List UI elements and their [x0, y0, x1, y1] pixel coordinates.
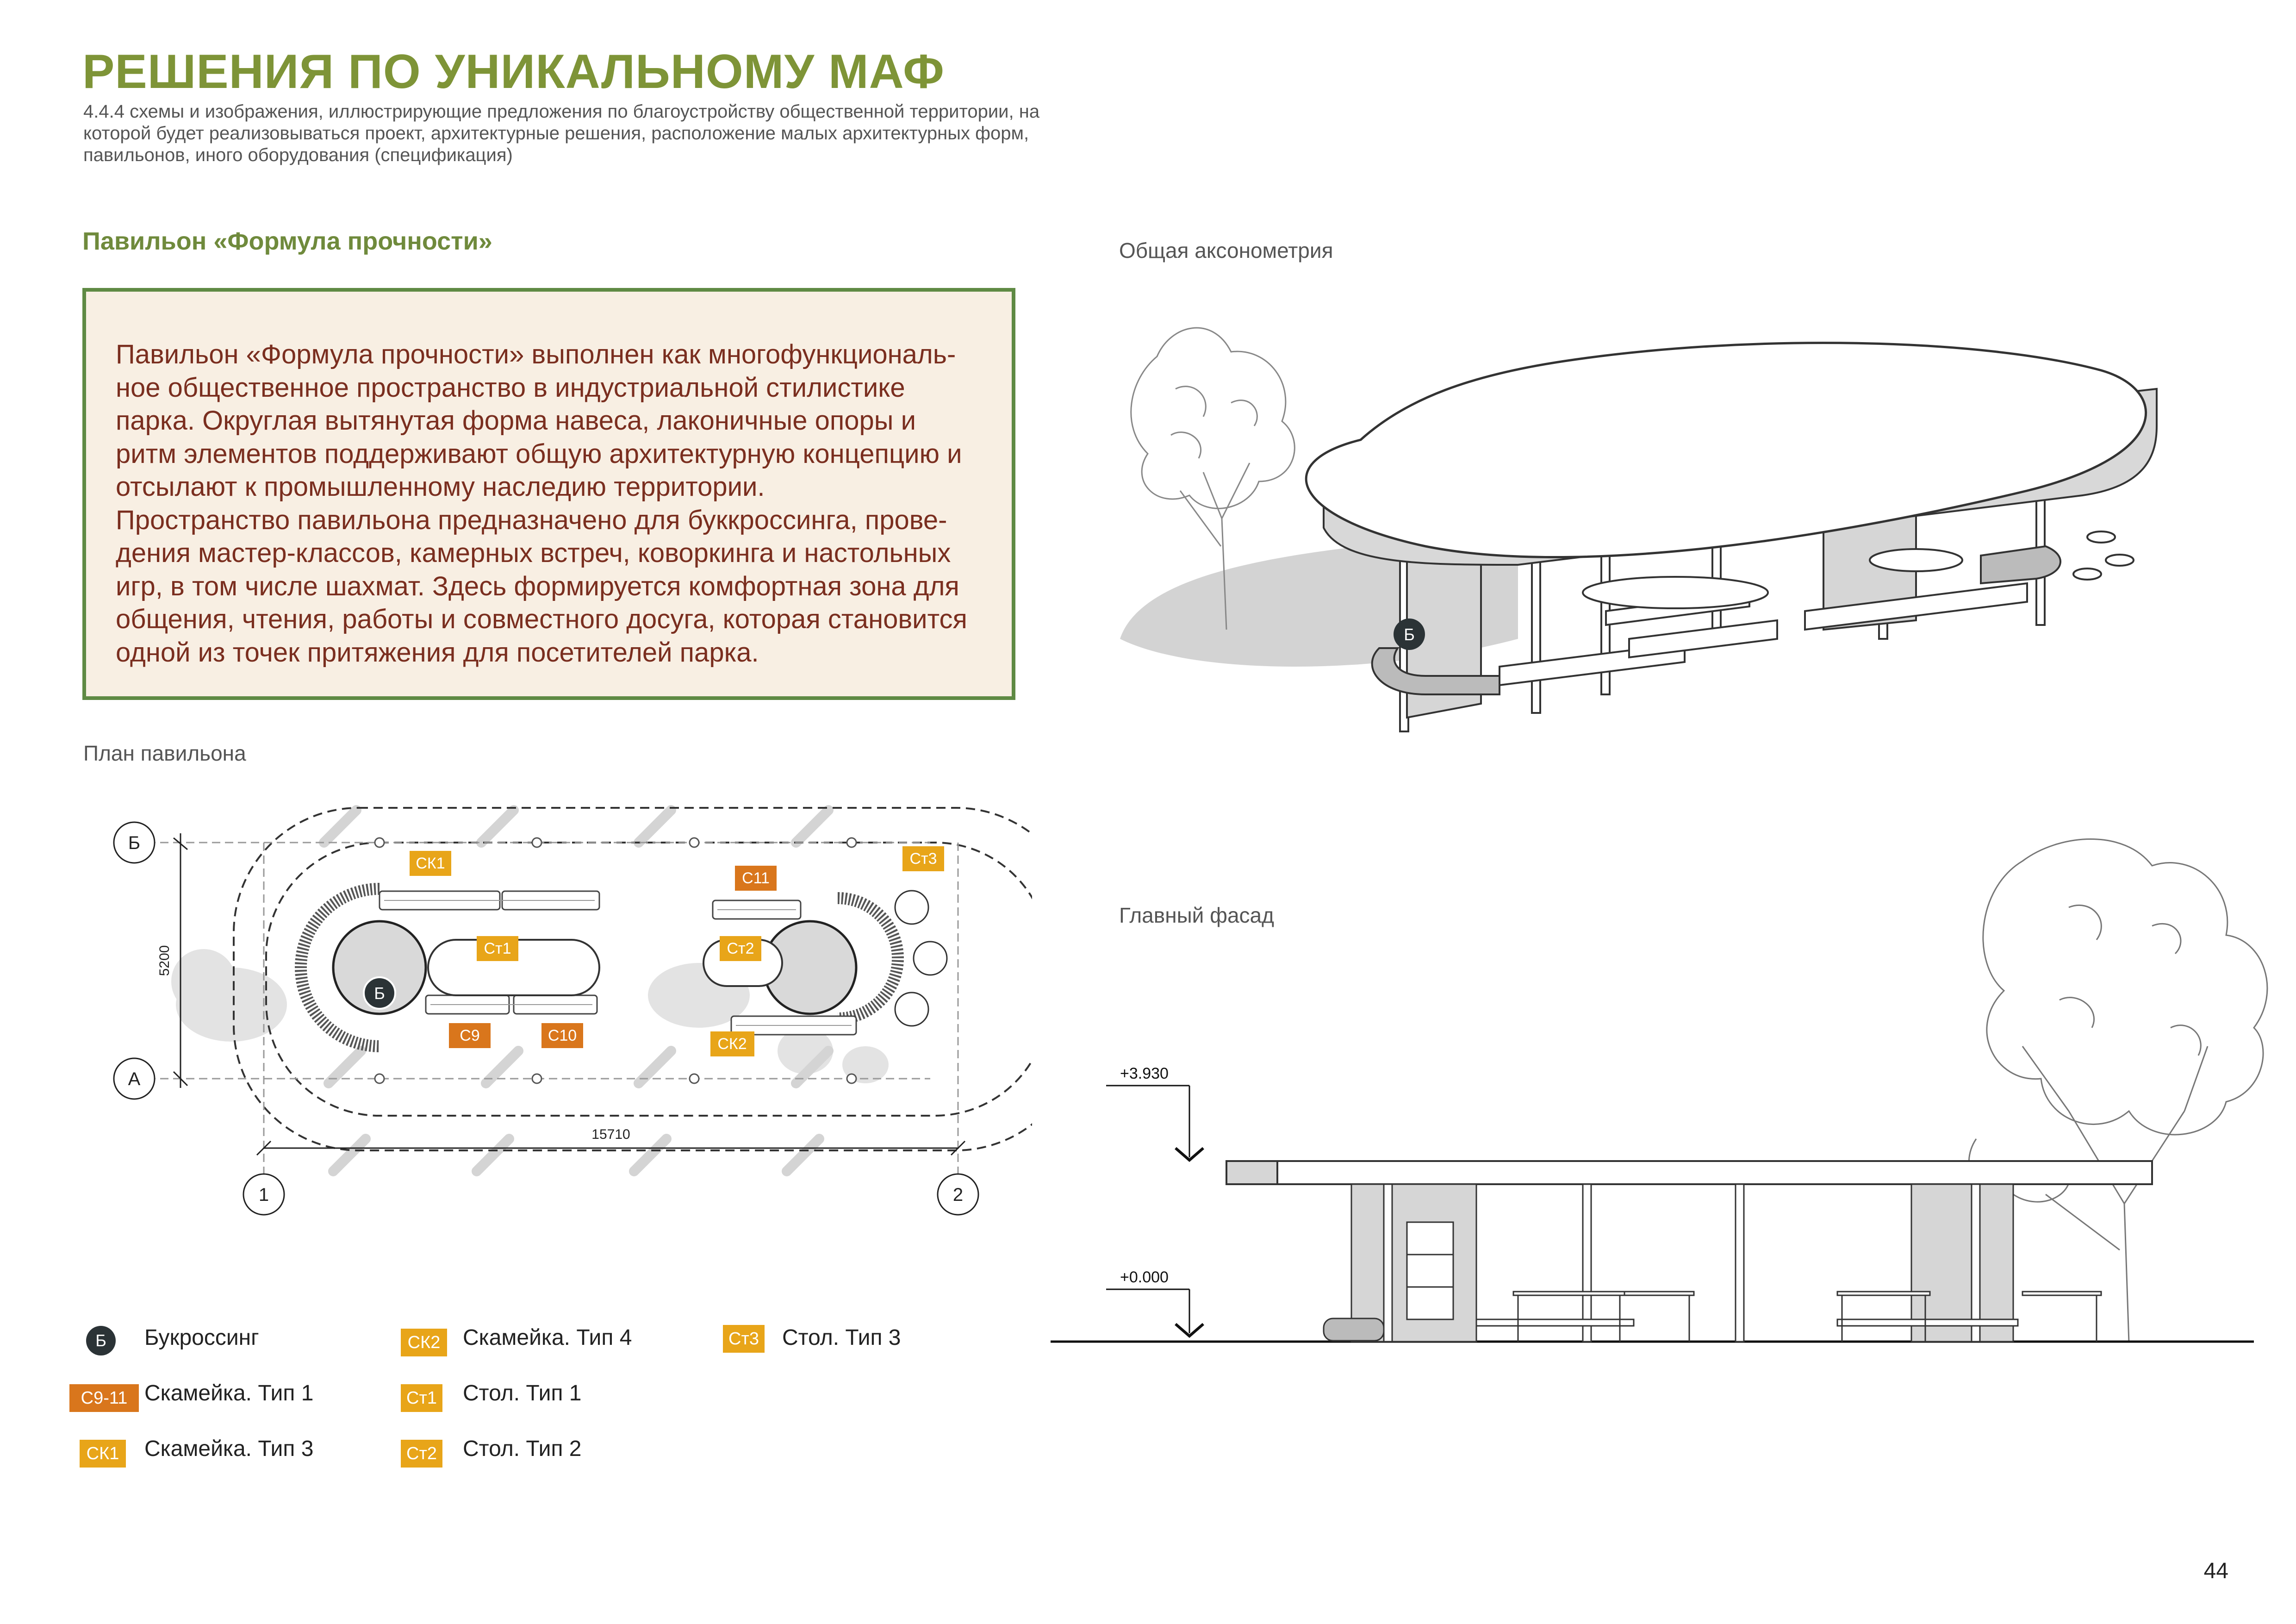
legend-label-table-type3: Стол. Тип 3: [782, 1325, 901, 1350]
axonometry-caption: Общая аксонометрия: [1119, 238, 1333, 262]
curved-benches: [295, 883, 904, 1052]
dimension-lines: [173, 833, 966, 1156]
tag-c9-label: С9: [460, 1027, 479, 1044]
tag-ct3: [902, 846, 944, 871]
axis-label-2: 2: [953, 1185, 963, 1205]
plan-bookcrossing-badge: [363, 976, 396, 1010]
page-title: РЕШЕНИЯ ПО УНИКАЛЬНОМУ МАФ: [82, 45, 945, 99]
tag-ct3-label: Ст3: [909, 850, 937, 868]
legend-tag-ct2: Ст2: [401, 1440, 442, 1468]
legend-badge-bookcrossing: Б: [86, 1326, 116, 1355]
bench-slats: [384, 900, 852, 1026]
tag-ct2: [720, 936, 761, 961]
legend-tag-ct1: Ст1: [401, 1384, 442, 1412]
facade-canopy-end: [1226, 1160, 1278, 1185]
canopy-inner-outline: [265, 842, 1032, 1117]
legend-label-bookcrossing: Букроссинг: [144, 1325, 259, 1350]
tag-c11: [735, 866, 777, 891]
legend-tag-ct3: Ст3: [723, 1325, 765, 1353]
facade-columns: [1383, 1183, 1981, 1343]
bookcrossing-core: [332, 920, 427, 1015]
facade-furniture: [1323, 1291, 2102, 1342]
plan-dim-height: 5200: [157, 945, 172, 976]
tag-ct1: [477, 936, 518, 961]
plan-columns: [319, 805, 834, 1176]
tag-c10: [541, 1023, 583, 1048]
pavilion-name: Павильон «Формула прочности»: [82, 227, 492, 255]
tag-c11-label: С11: [742, 869, 770, 887]
tag-ck2: [710, 1031, 754, 1056]
axis-bubbles: [113, 821, 979, 1216]
axis-label-b: Б: [128, 833, 140, 853]
level-marks: [1106, 1085, 1204, 1338]
legend-label-bench-type3: Скамейка. Тип 3: [144, 1437, 314, 1461]
axo-tables: [1582, 531, 2134, 609]
tag-ck1: [410, 851, 451, 876]
plan-caption: План павильона: [83, 741, 246, 765]
canopy-outline: [233, 807, 1032, 1151]
legend-tag-ck1: СК1: [80, 1440, 126, 1468]
legend-tag-ck2: СК2: [401, 1329, 447, 1356]
plan-bookcrossing-badge-label: Б: [374, 984, 385, 1003]
facade-core-right: [1910, 1183, 2014, 1343]
level-top-label: +3.930: [1120, 1065, 1169, 1082]
axis-label-a: А: [128, 1069, 141, 1089]
axo-bookcrossing-badge: [1394, 618, 1425, 650]
page-number: 44: [2203, 1559, 2228, 1583]
plan-dim-width: 15710: [591, 1127, 630, 1142]
tag-ct1-label: Ст1: [484, 940, 511, 957]
legend-label-table-type1: Стол. Тип 1: [463, 1381, 582, 1405]
legend-label-bench-type1: Скамейка. Тип 1: [144, 1381, 314, 1405]
facade-drawing: +3.930 +0.000: [1051, 838, 2268, 1343]
facade-caption: Главный фасад: [1119, 903, 1274, 927]
facade-canopy: [1226, 1160, 2153, 1185]
description-text: Павильон «Формула прочности» выполнен ка…: [116, 339, 967, 668]
axo-badge-label: Б: [1404, 625, 1415, 644]
straight-benches: [379, 890, 857, 1036]
facade-bookshelf: [1406, 1221, 1454, 1320]
facade-legs: [1517, 1295, 2097, 1342]
tag-ck2-label: СК2: [717, 1035, 747, 1053]
pavilion-plan-drawing: 5200 15710 Б А 1 2 Б СК1 Ст1 Ст2 Ст3 СК2…: [113, 805, 1032, 1216]
plan-tags: СК1 Ст1 Ст2 Ст3 СК2 С9 С10 С11: [410, 846, 944, 1056]
tag-c10-label: С10: [548, 1027, 577, 1044]
tag-ck1-label: СК1: [416, 855, 445, 872]
legend-tag-c9-11: С9-11: [69, 1384, 139, 1412]
axonometry-drawing: Б: [1120, 327, 2158, 732]
description-box: Павильон «Формула прочности» выполнен ка…: [82, 288, 1015, 700]
tag-ct2-label: Ст2: [727, 940, 754, 957]
axo-tree: [1130, 327, 1295, 630]
legend-label-bench-type4: Скамейка. Тип 4: [463, 1325, 632, 1350]
tag-c9: [449, 1023, 491, 1048]
round-tables-ct3: [894, 890, 948, 1027]
axis-label-1: 1: [259, 1185, 269, 1205]
level-ground-label: +0.000: [1120, 1268, 1169, 1286]
page-subtitle: 4.4.4 схемы и изображения, иллюстрирующи…: [83, 101, 1040, 165]
axo-canopy-top: [1305, 342, 2147, 559]
plan-column-nodes: [374, 837, 857, 1084]
legend-label-table-type2: Стол. Тип 2: [463, 1437, 582, 1461]
